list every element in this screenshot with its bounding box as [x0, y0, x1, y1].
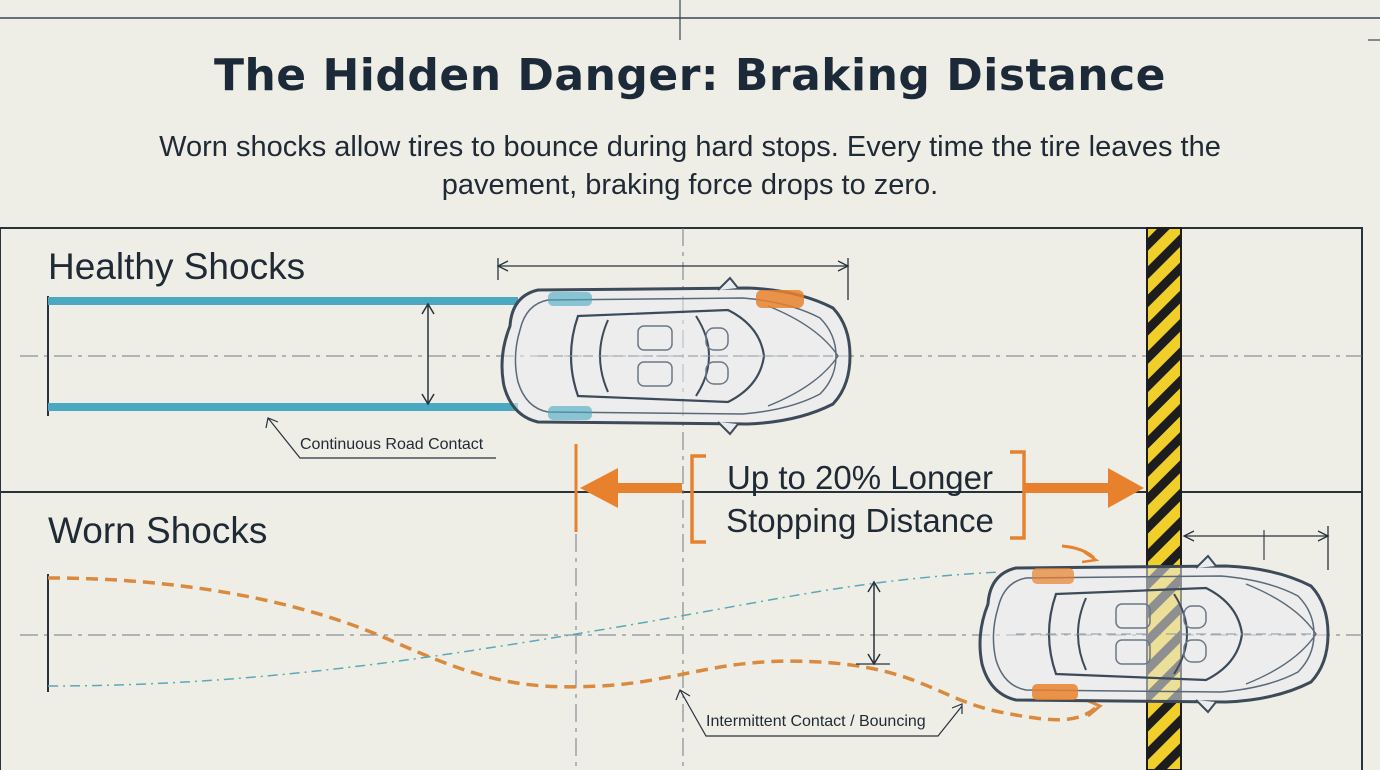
worn-car-icon	[978, 554, 1330, 714]
worn-shocks-label: Worn Shocks	[48, 510, 268, 551]
arrow-left-icon	[580, 468, 618, 508]
page-subtitle: Worn shocks allow tires to bounce during…	[159, 131, 1221, 201]
healthy-track-bottom	[48, 403, 518, 411]
healthy-contact-note: Continuous Road Contact	[300, 436, 484, 453]
healthy-track-top	[48, 297, 518, 305]
worn-track-bouncing	[47, 576, 1100, 722]
healthy-car-icon	[500, 276, 852, 436]
callout-line-1: Up to 20% Longer	[726, 459, 993, 496]
callout-line-2: Stopping Distance	[726, 502, 994, 539]
stopping-distance-callout: Up to 20% Longer Stopping Distance	[700, 456, 1020, 542]
healthy-shocks-label: Healthy Shocks	[48, 246, 306, 287]
arrow-right-icon	[1108, 468, 1144, 508]
worn-contact-note: Intermittent Contact / Bouncing	[706, 713, 926, 730]
page-title: The Hidden Danger: Braking Distance	[213, 50, 1167, 101]
